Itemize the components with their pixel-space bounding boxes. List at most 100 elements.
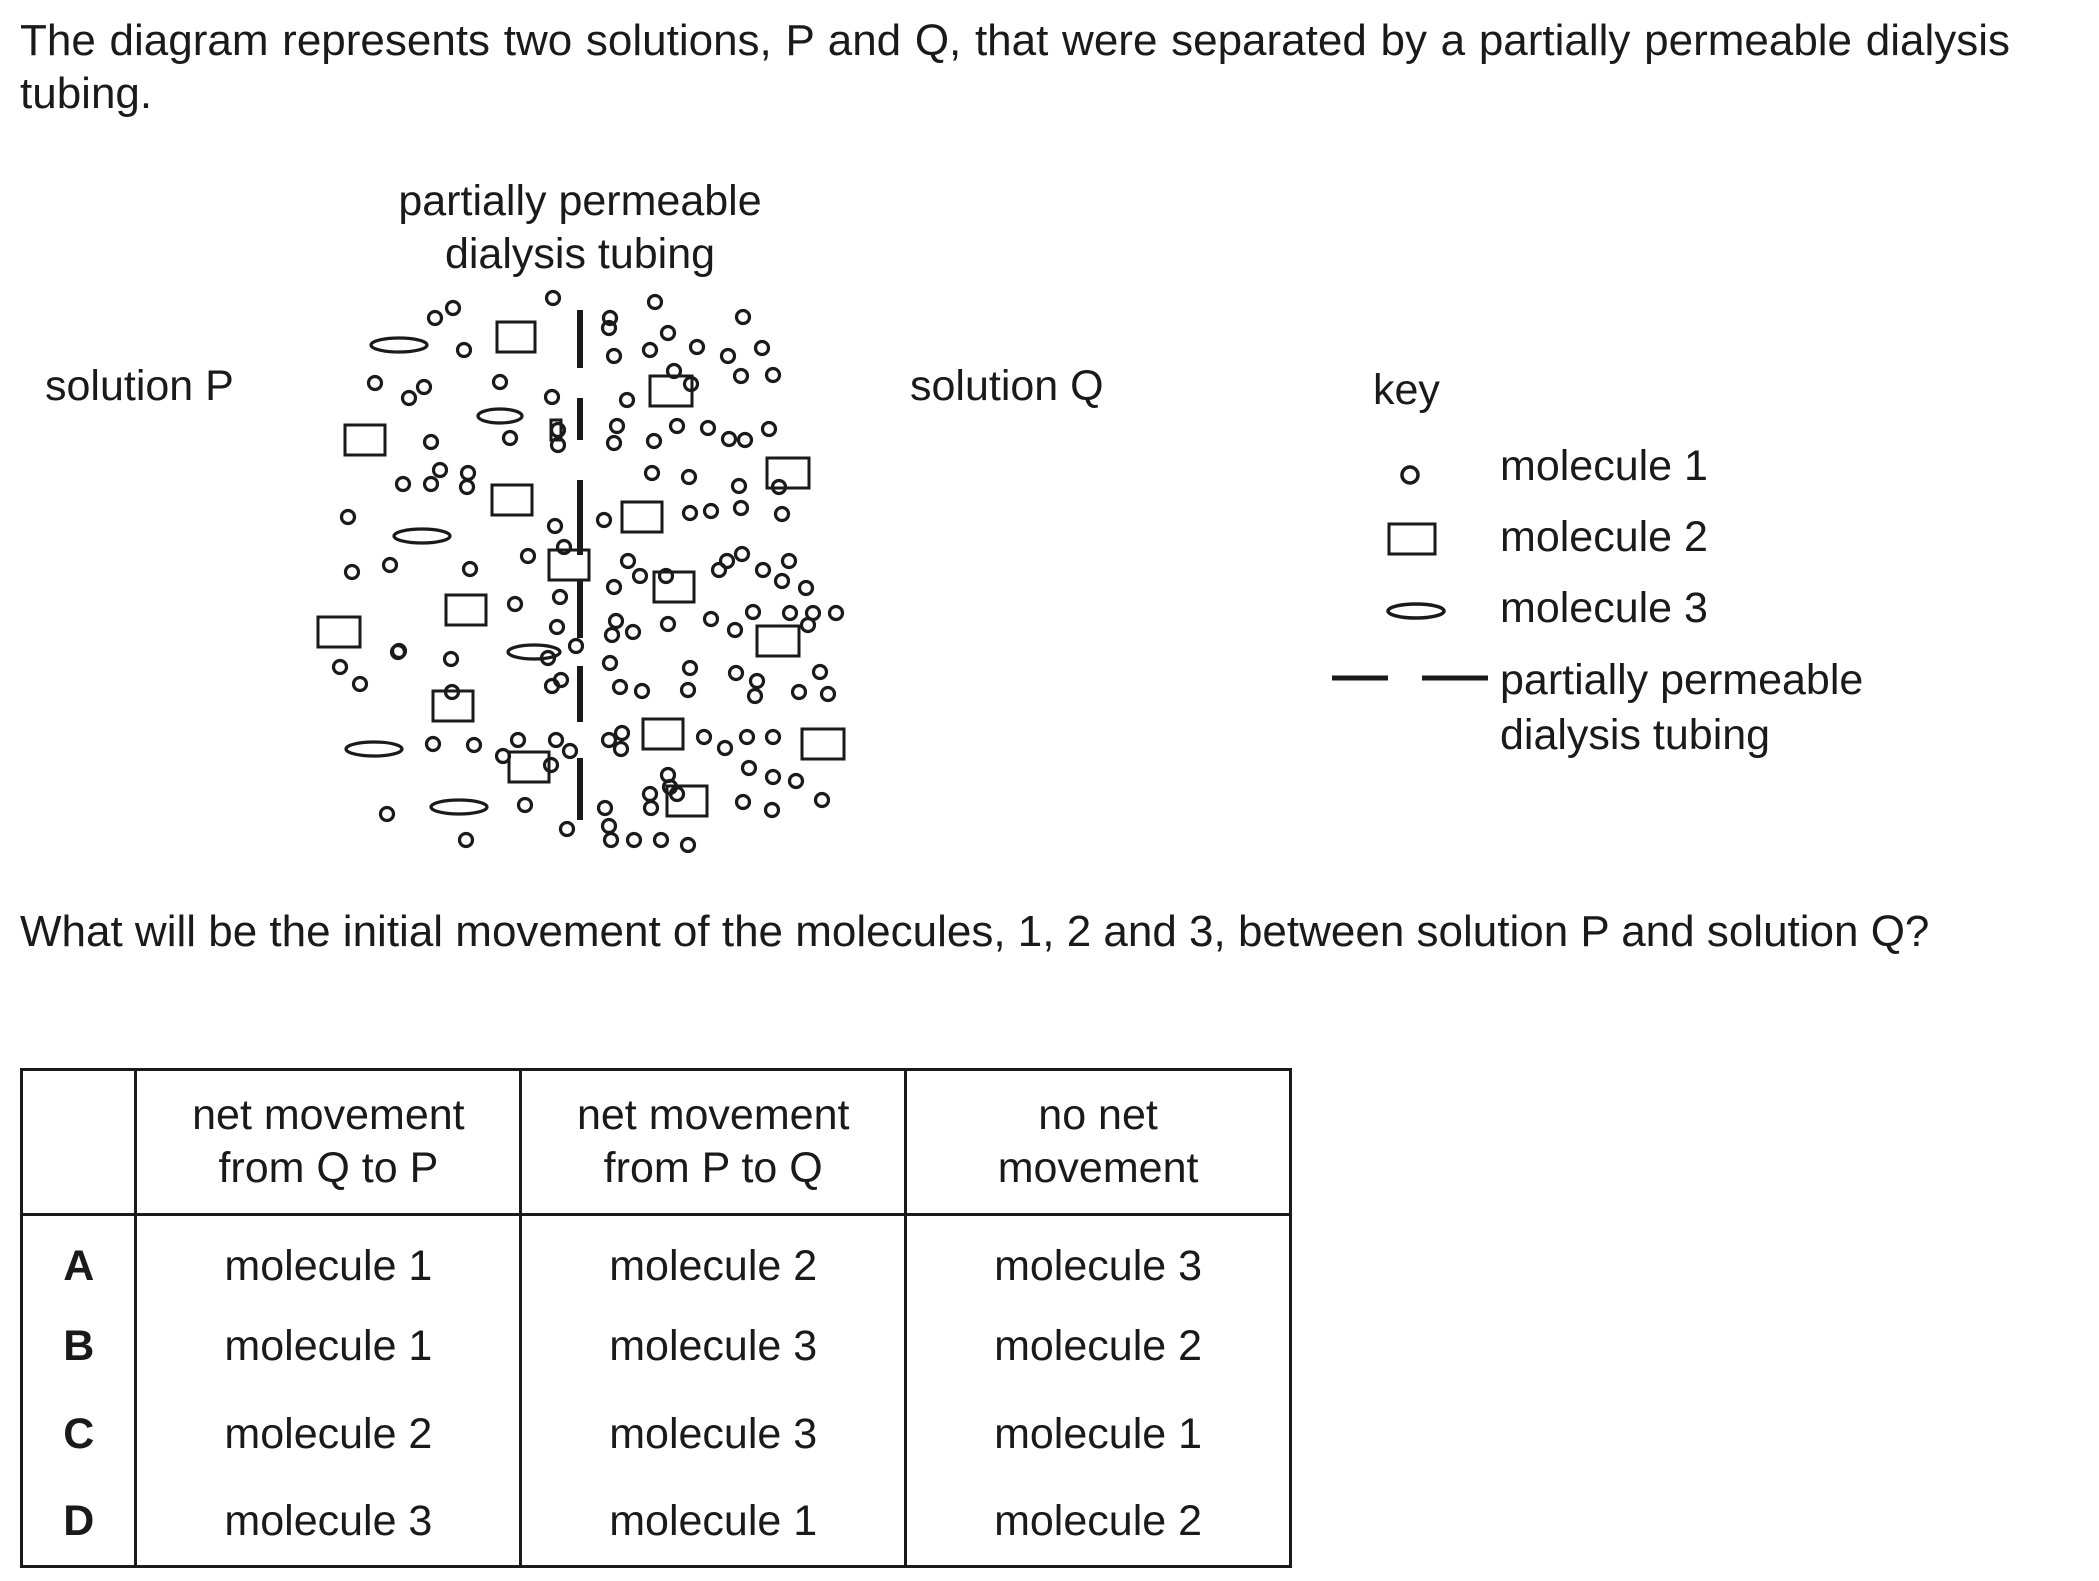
molecule-1-icon — [744, 603, 762, 621]
option-letter: C — [19, 1390, 138, 1479]
molecule-2-key-icon — [1387, 522, 1437, 556]
table-row[interactable]: B molecule 1 molecule 3 molecule 2 — [19, 1302, 1292, 1391]
cell-p-to-q: molecule 2 — [519, 1214, 908, 1303]
molecule-1-icon — [726, 621, 744, 639]
molecule-1-icon — [602, 831, 620, 849]
molecule-1-icon — [547, 731, 565, 749]
molecule-1-icon — [558, 820, 576, 838]
table-row[interactable]: D molecule 3 molecule 1 molecule 2 — [19, 1478, 1292, 1568]
molecule-2-icon — [490, 483, 534, 517]
molecule-1-icon — [679, 681, 697, 699]
molecule-2-icon — [431, 689, 475, 723]
cell-q-to-p: molecule 2 — [134, 1390, 523, 1479]
molecule-1-icon — [426, 309, 444, 327]
molecule-1-icon — [681, 504, 699, 522]
molecule-1-icon — [455, 341, 473, 359]
molecule-1-icon — [561, 742, 579, 760]
molecule-1-icon — [811, 663, 829, 681]
molecule-2-icon — [620, 500, 664, 534]
molecule-1-icon — [444, 299, 462, 317]
molecule-2-icon — [547, 548, 591, 582]
molecule-1-icon — [458, 478, 476, 496]
table-row[interactable]: A molecule 1 molecule 2 molecule 3 — [19, 1214, 1292, 1303]
molecule-3-key-icon — [1386, 602, 1446, 620]
molecule-2-icon — [507, 750, 551, 784]
molecule-1-icon — [641, 341, 659, 359]
molecule-1-icon — [710, 561, 728, 579]
molecule-1-icon — [516, 796, 534, 814]
molecule-2-icon — [343, 423, 387, 457]
molecule-1-icon — [501, 429, 519, 447]
molecule-1-icon — [422, 475, 440, 493]
cell-q-to-p: molecule 3 — [134, 1478, 523, 1568]
molecule-1-icon — [394, 475, 412, 493]
molecule-1-icon — [720, 430, 738, 448]
molecule-1-icon — [611, 678, 629, 696]
molecule-2-icon — [444, 593, 488, 627]
molecule-1-icon — [781, 604, 799, 622]
dialysis-diagram — [316, 289, 846, 854]
molecule-1-icon — [773, 572, 791, 590]
molecule-1-icon — [764, 768, 782, 786]
table-row[interactable]: C molecule 2 molecule 3 molecule 1 — [19, 1390, 1292, 1479]
molecule-1-icon — [695, 728, 713, 746]
cell-p-to-q: molecule 1 — [519, 1478, 908, 1568]
key-tubing-line1: partially permeable — [1500, 656, 1864, 704]
intro-text: The diagram represents two solutions, P … — [20, 16, 2010, 118]
molecule-1-icon — [461, 560, 479, 578]
molecule-1-icon — [600, 731, 618, 749]
molecule-1-icon — [624, 623, 642, 641]
tubing-label: partially permeable dialysis tubing — [385, 175, 775, 281]
molecule-1-icon — [753, 339, 771, 357]
molecule-1-icon — [799, 616, 817, 634]
molecule-1-icon — [819, 685, 837, 703]
molecule-1-icon — [730, 477, 748, 495]
header-q-to-p-line2: from Q to P — [218, 1144, 439, 1192]
molecule-1-icon — [625, 831, 643, 849]
molecule-2-icon — [765, 456, 811, 490]
molecule-1-icon — [555, 538, 573, 556]
molecule-1-icon — [780, 552, 798, 570]
cell-p-to-q: molecule 3 — [519, 1302, 908, 1391]
molecule-1-icon — [681, 659, 699, 677]
molecule-1-icon — [659, 324, 677, 342]
molecule-2-icon — [648, 374, 694, 408]
molecule-2-icon — [495, 320, 537, 354]
molecule-3-icon — [506, 643, 562, 661]
cell-p-to-q: molecule 3 — [519, 1390, 908, 1479]
molecule-1-icon — [718, 552, 736, 570]
molecule-1-icon — [652, 831, 670, 849]
molecule-1-icon — [702, 502, 720, 520]
molecule-1-icon — [719, 347, 737, 365]
molecule-1-icon — [608, 417, 626, 435]
key-tubing-line2: dialysis tubing — [1500, 711, 1771, 759]
molecule-1-icon — [424, 735, 442, 753]
molecule-1-icon — [702, 610, 720, 628]
molecule-1-icon — [543, 388, 561, 406]
molecule-3-icon — [369, 336, 429, 354]
molecule-3-icon — [392, 527, 452, 545]
molecule-1-icon — [646, 293, 664, 311]
molecule-1-icon — [595, 511, 613, 529]
molecule-1-icon — [613, 724, 631, 742]
solution-p-label: solution P — [45, 362, 234, 410]
molecule-1-icon — [734, 308, 752, 326]
molecule-1-icon — [764, 728, 782, 746]
molecule-1-icon — [748, 672, 766, 690]
molecule-1-icon — [457, 831, 475, 849]
molecule-1-icon — [549, 421, 567, 439]
header-p-to-q-line2: from P to Q — [603, 1144, 823, 1192]
molecule-1-icon — [459, 464, 477, 482]
molecule-1-icon — [619, 552, 637, 570]
molecule-1-icon — [732, 499, 750, 517]
key-title: key — [1373, 366, 1440, 414]
tubing-key-icon — [1332, 675, 1488, 681]
molecule-1-icon — [773, 505, 791, 523]
cell-no-net: molecule 2 — [904, 1478, 1292, 1568]
molecule-1-icon — [645, 432, 663, 450]
molecule-1-icon — [679, 836, 697, 854]
molecule-1-icon — [643, 464, 661, 482]
molecule-1-icon — [760, 420, 778, 438]
molecule-1-icon — [813, 791, 831, 809]
